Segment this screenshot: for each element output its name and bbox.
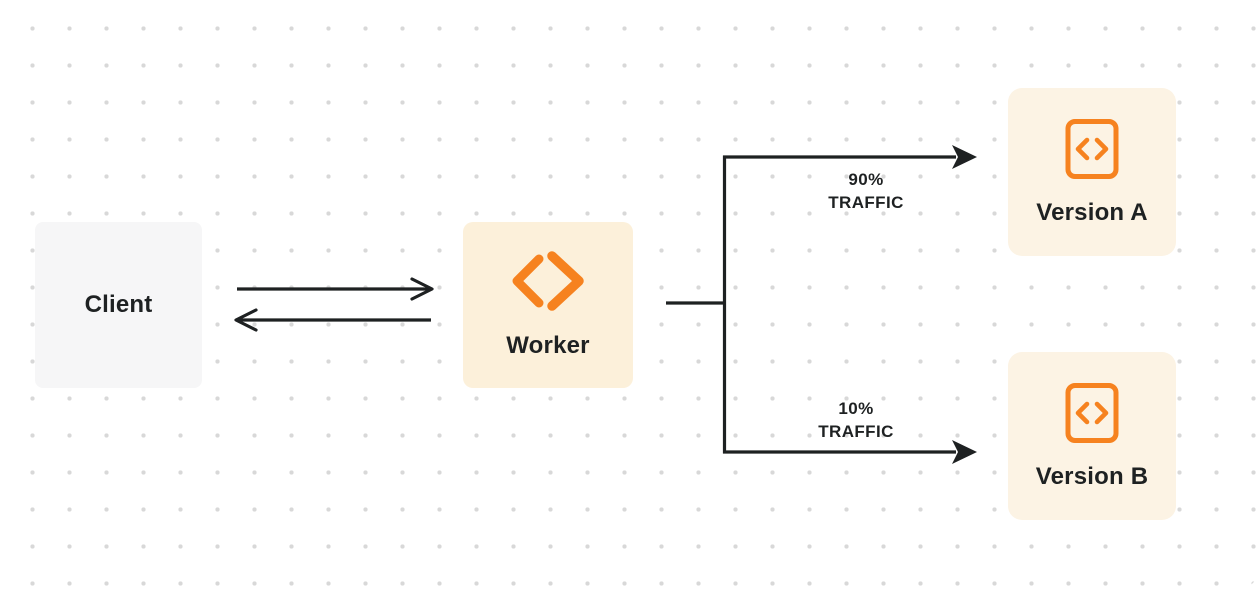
version-b-label: Version B	[1035, 462, 1149, 490]
workers-chevrons-icon	[504, 250, 592, 316]
arrowhead-version-b-icon	[952, 440, 977, 464]
traffic-caption-a: TRAFFIC	[828, 193, 904, 212]
worker-node: Worker	[463, 222, 633, 388]
traffic-label-version-a: 90% TRAFFIC	[796, 168, 936, 214]
version-a-label: Version A	[1036, 198, 1148, 226]
version-b-node: Version B	[1008, 352, 1176, 520]
client-node: Client	[35, 222, 202, 388]
arrowhead-right-icon	[410, 277, 434, 301]
traffic-caption-b: TRAFFIC	[818, 422, 894, 441]
worker-label: Worker	[506, 331, 590, 359]
traffic-label-version-b: 10% TRAFFIC	[786, 397, 926, 443]
arrowhead-left-icon	[234, 308, 258, 332]
traffic-percent-b: 10%	[838, 399, 874, 418]
arrowhead-version-a-icon	[952, 145, 977, 169]
code-file-icon	[1064, 382, 1120, 449]
client-label: Client	[84, 291, 153, 318]
version-a-node: Version A	[1008, 88, 1176, 256]
traffic-percent-a: 90%	[848, 170, 884, 189]
code-file-icon	[1064, 118, 1120, 185]
